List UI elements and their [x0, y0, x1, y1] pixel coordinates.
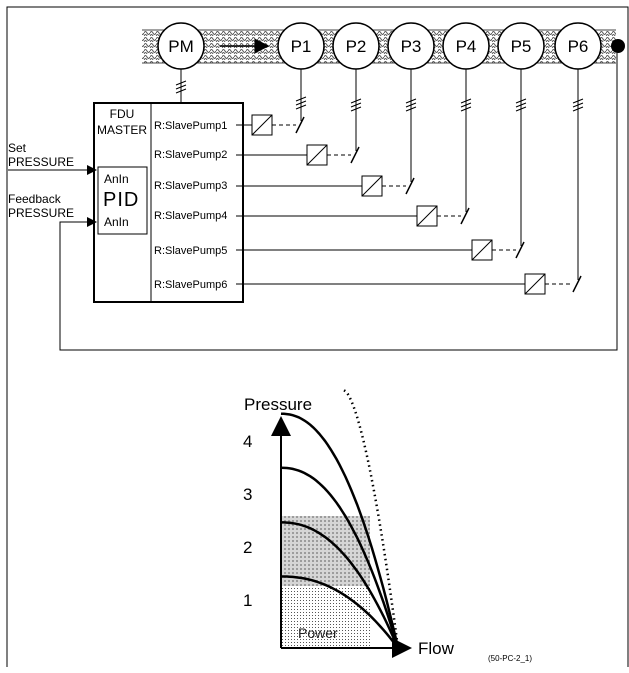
slave-pump-4-label: P4: [456, 37, 477, 56]
slave-pump-4: P4: [442, 22, 490, 70]
feedback-loop-line: [59, 53, 618, 351]
slave-pump-1: P1: [277, 22, 325, 70]
fdu-title: FDU: [110, 107, 135, 121]
y-tick-4: 4: [243, 432, 252, 451]
fdu-master-box: FDU MASTER AnIn PID AnIn: [93, 102, 244, 303]
figure-border: [6, 6, 629, 667]
slave-pump-3-label: P3: [401, 37, 422, 56]
master-pump-label: PM: [168, 37, 194, 56]
anin-feedback-label: AnIn: [104, 215, 129, 229]
relay-1-label: R:SlavePump1: [154, 120, 227, 132]
slave-pump-6-label: P6: [568, 37, 589, 56]
relay-output-5: R:SlavePump5: [154, 69, 527, 261]
relay-3-label: R:SlavePump3: [154, 180, 227, 192]
set-label: Set: [8, 141, 27, 155]
relay-4-label: R:SlavePump4: [154, 210, 227, 222]
relay-output-3: R:SlavePump3: [154, 69, 417, 197]
relay-output-4: R:SlavePump4: [154, 69, 472, 227]
master-pump: PM: [157, 22, 205, 70]
slave-pump-5: P5: [497, 22, 545, 70]
slave-pump-2: P2: [332, 22, 380, 70]
relay-output-1: R:SlavePump1: [154, 69, 307, 136]
pressure-flow-chart: Power Pressure Flow 1 2 3 4: [243, 389, 455, 658]
set-pressure-label: PRESSURE: [8, 155, 74, 169]
relay-5-label: R:SlavePump5: [154, 245, 227, 257]
master-title: MASTER: [97, 123, 147, 137]
slave-pump-6: P6: [554, 22, 602, 70]
power-label: Power: [298, 625, 338, 641]
feedback-pressure-label: PRESSURE: [8, 206, 74, 220]
relay-2-label: R:SlavePump2: [154, 149, 227, 161]
pump-curve-2: [281, 521, 400, 649]
pid-label: PID: [103, 189, 139, 211]
x-axis-label: Flow: [418, 639, 455, 658]
pump-curve-1: [281, 575, 400, 649]
power-region-dense: [281, 516, 370, 586]
slave-pump-3: P3: [387, 22, 435, 70]
dotted-envelope-curve: [343, 389, 400, 649]
y-tick-3: 3: [243, 485, 252, 504]
anin-set-label: AnIn: [104, 172, 129, 186]
figure-caption: (50-PC-2_1): [488, 654, 532, 663]
slave-pump-5-label: P5: [511, 37, 532, 56]
relay-output-6: R:SlavePump6: [154, 69, 584, 295]
pump-curve-4: [280, 412, 400, 649]
y-tick-2: 2: [243, 538, 252, 557]
pipe-end-cap: [611, 39, 625, 53]
feedback-label: Feedback: [8, 192, 62, 206]
slave-pump-1-label: P1: [291, 37, 312, 56]
pump-curve-3: [280, 466, 400, 649]
relay-output-2: R:SlavePump2: [154, 69, 362, 166]
relay-6-label: R:SlavePump6: [154, 279, 227, 291]
power-region-light: [281, 586, 370, 648]
master-pump-cable-ticks: [175, 80, 187, 94]
slave-pump-2-label: P2: [346, 37, 367, 56]
y-tick-1: 1: [243, 591, 252, 610]
pump-curves: [280, 412, 400, 649]
y-axis-label: Pressure: [244, 395, 312, 414]
